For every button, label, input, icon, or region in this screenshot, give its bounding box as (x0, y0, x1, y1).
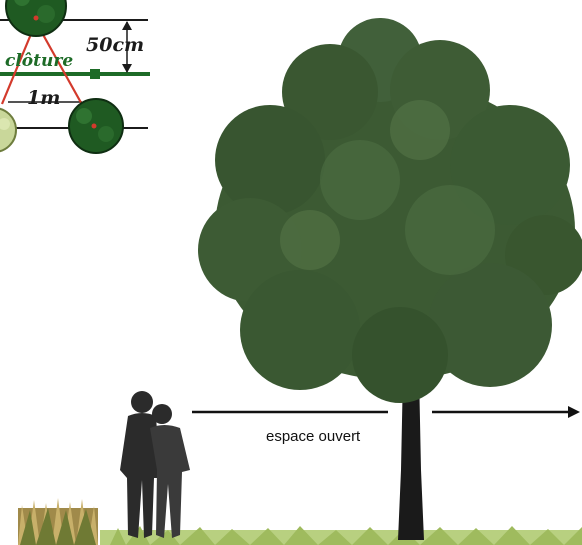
open-space-label: espace ouvert (266, 428, 360, 445)
fence-post (90, 69, 100, 79)
couple-silhouette-icon (120, 391, 190, 538)
hedge-plant-icon (69, 99, 123, 153)
tree-canopy (198, 18, 582, 403)
fence-label: clôture (5, 51, 73, 71)
hedge-plant-icon (6, 0, 66, 36)
grass-tuft-icon (18, 498, 98, 545)
hedge-plan (0, 0, 150, 153)
open-space-arrow (192, 406, 580, 418)
tree-canopy-icon (198, 18, 582, 540)
distance-label: 50cm (86, 34, 144, 56)
spacing-label: 1m (27, 87, 60, 109)
hedge-plant-icon (0, 108, 16, 152)
